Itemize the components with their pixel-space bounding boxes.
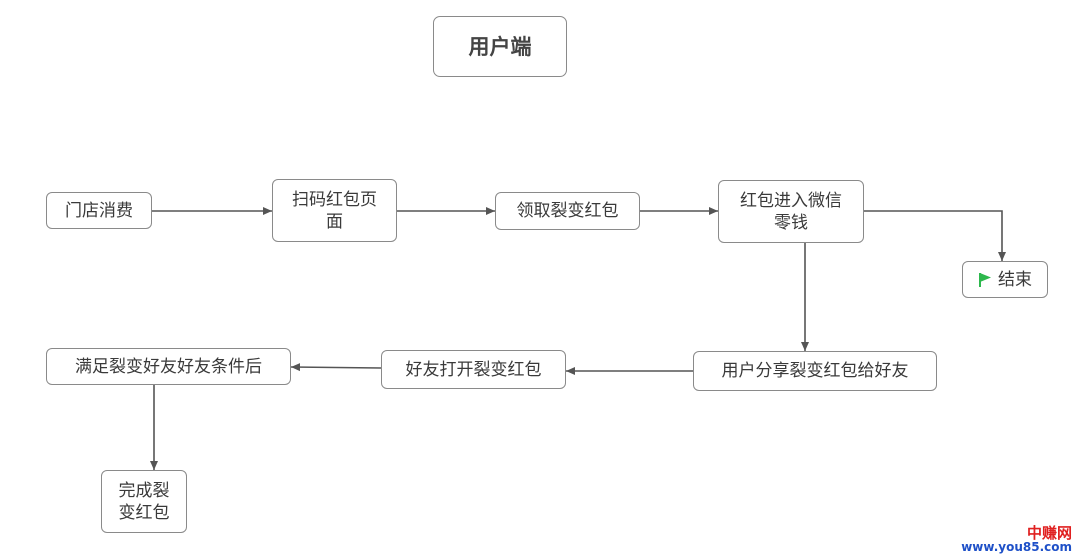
- node-store-consumption-label: 门店消费: [65, 200, 133, 221]
- node-user-share-redpacket-label: 用户分享裂变红包给好友: [721, 361, 909, 381]
- node-receive-fission-redpacket-label: 领取裂变红包: [516, 201, 619, 221]
- node-meet-fission-condition-label: 满足裂变好友好友条件后: [75, 356, 262, 377]
- node-end[interactable]: 结束: [962, 261, 1048, 298]
- node-redpacket-to-wechat-change[interactable]: 红包进入微信零钱: [718, 180, 864, 243]
- node-complete-fission-redpacket-label: 完成裂变红包: [118, 480, 170, 523]
- edge-friend-open-to-condition: [290, 363, 382, 372]
- site-watermark: 中赚网 www.you85.com: [961, 525, 1072, 554]
- node-end-label: 结束: [998, 269, 1032, 290]
- node-friend-open-redpacket-label: 好友打开裂变红包: [405, 359, 542, 380]
- edge-wechat-to-end: [864, 210, 1006, 261]
- node-user-share-redpacket[interactable]: 用户分享裂变红包给好友: [693, 351, 937, 391]
- node-scan-redpacket-page-label: 扫码红包页面: [292, 189, 377, 232]
- node-store-consumption[interactable]: 门店消费: [46, 192, 152, 229]
- node-receive-fission-redpacket[interactable]: 领取裂变红包: [495, 192, 640, 230]
- node-complete-fission-redpacket[interactable]: 完成裂变红包: [101, 470, 187, 533]
- watermark-url: www.you85.com: [961, 540, 1072, 554]
- green-flag-icon: [979, 272, 991, 287]
- node-friend-open-redpacket[interactable]: 好友打开裂变红包: [381, 350, 566, 389]
- node-meet-fission-condition[interactable]: 满足裂变好友好友条件后: [46, 348, 291, 385]
- node-redpacket-to-wechat-change-label: 红包进入微信零钱: [740, 190, 842, 233]
- node-scan-redpacket-page[interactable]: 扫码红包页面: [272, 179, 397, 242]
- watermark-site-name: 中赚网: [1026, 524, 1072, 542]
- diagram-title: 用户端: [433, 16, 567, 77]
